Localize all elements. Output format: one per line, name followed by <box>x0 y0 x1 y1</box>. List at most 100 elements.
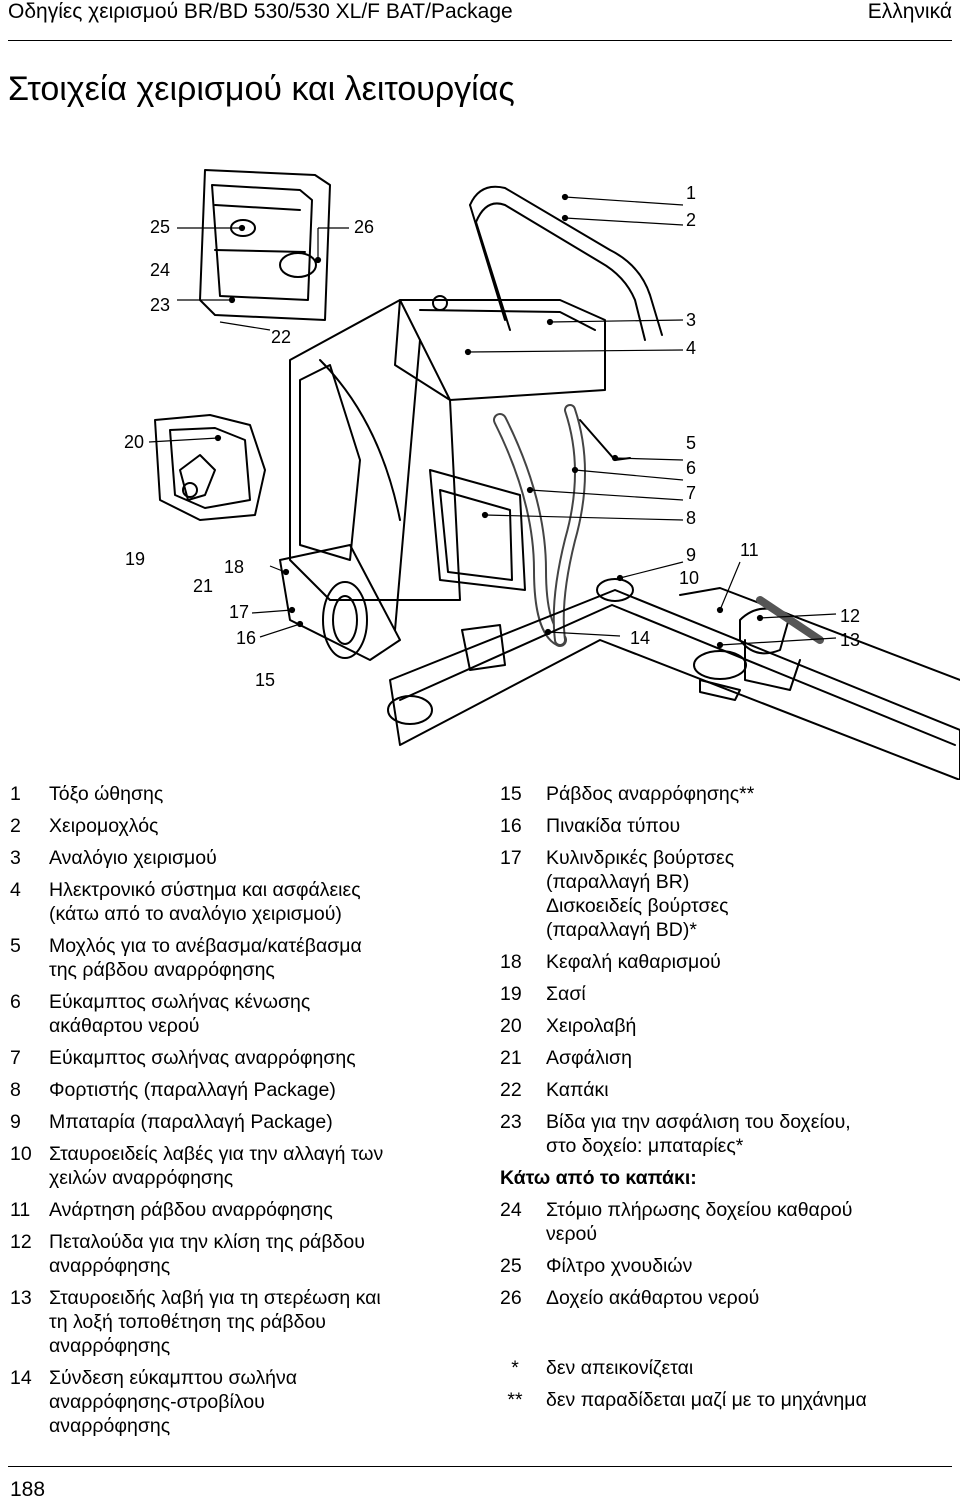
legend-number: 23 <box>500 1111 522 1133</box>
legend-number: 18 <box>500 951 522 973</box>
legend-text: Δοχείο ακάθαρτου νερού <box>546 1287 760 1309</box>
callout-18: 18 <box>224 557 245 577</box>
footer-divider <box>8 1466 952 1467</box>
footnote-mark: ** <box>507 1389 523 1411</box>
legend-text: Ηλεκτρονικό σύστημα και ασφάλειες (κάτω … <box>49 879 361 925</box>
legend-text: Ασφάλιση <box>546 1047 632 1069</box>
legend-text: Φορτιστής (παραλλαγή Package) <box>49 1079 336 1101</box>
legend-number: 20 <box>500 1015 522 1037</box>
legend-number: 12 <box>10 1231 32 1253</box>
callout-5: 5 <box>686 433 697 453</box>
footnote-mark: * <box>511 1357 519 1379</box>
legend-number: 13 <box>10 1287 32 1309</box>
legend-item: 16 Πινακίδα τύπου <box>500 814 955 838</box>
legend-number: 2 <box>10 815 21 837</box>
legend-item: 25 Φίλτρο χνουδιών <box>500 1254 955 1278</box>
machine-illustration: 1 2 3 4 5 6 7 8 9 10 11 12 13 14 15 16 1… <box>0 140 960 781</box>
legend-item: 7 Εύκαμπτος σωλήνας αναρρόφησης <box>10 1046 480 1070</box>
legend-text: Φίλτρο χνουδιών <box>546 1255 693 1277</box>
legend-text: Πινακίδα τύπου <box>546 815 681 837</box>
callout-6: 6 <box>686 458 697 478</box>
footnote: ** δεν παραδίδεται μαζί με το μηχάνημα <box>500 1388 867 1412</box>
footnotes: * δεν απεικονίζεται ** δεν παραδίδεται μαζ… <box>500 1356 867 1420</box>
footnote-text: δεν απεικονίζεται <box>546 1357 694 1379</box>
callout-11: 11 <box>740 540 759 560</box>
legend-number: 17 <box>500 847 522 869</box>
language-label: Ελληνικά <box>867 0 952 23</box>
under-lid-heading: Κάτω από το καπάκι: <box>500 1167 697 1189</box>
legend-item: 26 Δοχείο ακάθαρτου νερού <box>500 1286 955 1310</box>
callout-19: 19 <box>125 549 146 569</box>
legend-number: 8 <box>10 1079 21 1101</box>
legend-number: 7 <box>10 1047 21 1069</box>
page-header: Οδηγίες χειρισμού BR/BD 530/530 XL/F BAT… <box>8 0 952 30</box>
legend-number: 25 <box>500 1255 522 1277</box>
legend-text: Σασί <box>546 983 586 1005</box>
legend-text: Αναλόγιο χειρισμού <box>49 847 217 869</box>
legend-number: 4 <box>10 879 21 901</box>
callout-12: 12 <box>840 606 861 626</box>
callout-22: 22 <box>271 327 292 347</box>
callout-21: 21 <box>193 576 214 596</box>
legend-number: 14 <box>10 1367 32 1389</box>
callout-9: 9 <box>686 545 697 565</box>
legend-text: Χειρομοχλός <box>49 815 159 837</box>
callout-20: 20 <box>124 432 145 452</box>
section-title: Στοιχεία χειρισμού και λειτουργίας <box>8 70 515 108</box>
legend-text: Ράβδος αναρρόφησης** <box>546 783 755 805</box>
legend-item: 19 Σασί <box>500 982 955 1006</box>
footnote-text: δεν παραδίδεται μαζί με το μηχάνημα <box>546 1389 867 1411</box>
callout-23: 23 <box>150 295 171 315</box>
legend-number: 21 <box>500 1047 522 1069</box>
header-divider <box>8 40 952 41</box>
callout-14: 14 <box>630 628 651 648</box>
callout-13: 13 <box>840 630 861 650</box>
legend-item: 8 Φορτιστής (παραλλαγή Package) <box>10 1078 480 1102</box>
legend-item: 12 Πεταλούδα για την κλίση της ράβδου ανα… <box>10 1230 480 1278</box>
legend-number: 11 <box>10 1199 31 1221</box>
legend-text: Ανάρτηση ράβδου αναρρόφησης <box>49 1199 333 1221</box>
legend-text: Πεταλούδα για την κλίση της ράβδου αναρρ… <box>49 1231 365 1277</box>
legend-text: Σταυροειδείς λαβές για την αλλαγή των χε… <box>49 1143 384 1189</box>
legend-text: Μοχλός για το ανέβασμα/κατέβασμα της ράβ… <box>49 935 362 981</box>
callout-7: 7 <box>686 483 697 503</box>
machine-drawing <box>148 169 960 781</box>
legend-item: 14 Σύνδεση εύκαμπτου σωλήνα αναρρόφησης-σ… <box>10 1366 480 1438</box>
callout-3: 3 <box>686 310 697 330</box>
legend-text: Σύνδεση εύκαμπτου σωλήνα αναρρόφησης-στρ… <box>49 1367 298 1437</box>
legend-item: 11 Ανάρτηση ράβδου αναρρόφησης <box>10 1198 480 1222</box>
legend-text: Μπαταρία (παραλλαγή Package) <box>49 1111 333 1133</box>
legend-item: 13 Σταυροειδής λαβή για τη στερέωση και τ… <box>10 1286 480 1358</box>
legend-number: 19 <box>500 983 522 1005</box>
callout-2: 2 <box>686 210 697 230</box>
legend-text: Εύκαμπτος σωλήνας αναρρόφησης <box>49 1047 356 1069</box>
callout-17: 17 <box>229 602 250 622</box>
legend-number: 16 <box>500 815 522 837</box>
legend-number: 10 <box>10 1143 32 1165</box>
legend-item: 5 Μοχλός για το ανέβασμα/κατέβασμα της ρά… <box>10 934 480 982</box>
legend-text: Καπάκι <box>546 1079 609 1101</box>
legend-number: 5 <box>10 935 21 957</box>
callout-24: 24 <box>150 260 171 280</box>
legend-number: 24 <box>500 1199 522 1221</box>
legend-number: 3 <box>10 847 21 869</box>
legend-item: 2 Χειρομοχλός <box>10 814 480 838</box>
legend-number: 1 <box>10 783 21 805</box>
legend-number: 26 <box>500 1287 522 1309</box>
footnote: * δεν απεικονίζεται <box>500 1356 867 1380</box>
legend-item: 3 Αναλόγιο χειρισμού <box>10 846 480 870</box>
manual-title: Οδηγίες χειρισμού BR/BD 530/530 XL/F BAT… <box>8 0 513 23</box>
legend-text: Σταυροειδής λαβή για τη στερέωση και τη … <box>49 1287 381 1357</box>
legend-item: 10 Σταυροειδείς λαβές για την αλλαγή των … <box>10 1142 480 1190</box>
callout-1: 1 <box>686 183 697 203</box>
